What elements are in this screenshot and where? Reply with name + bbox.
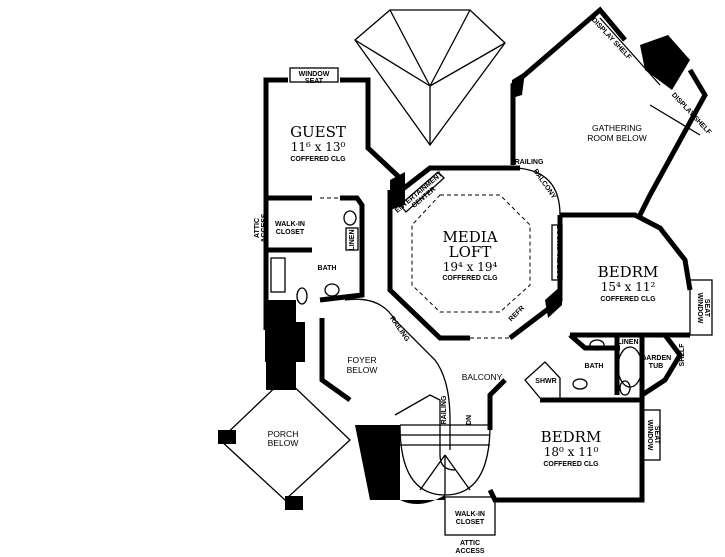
guest-closet-label-2: CLOSET <box>276 229 305 236</box>
foyer-label-2: BELOW <box>347 365 378 375</box>
gathering-room-label: GATHERING <box>592 123 642 133</box>
shower-label: SHWR <box>535 378 556 385</box>
attic-access-label-2: ACCESS <box>455 548 485 555</box>
media-loft-note: COFFERED CLG <box>442 275 498 282</box>
bedroom-upper-walls <box>524 212 713 401</box>
bedroom-lower-note: COFFERED CLG <box>543 461 599 468</box>
foyer-stair-walls <box>319 298 507 536</box>
bedroom-upper-note: COFFERED CLG <box>600 296 656 303</box>
garden-tub-label-2: TUB <box>649 363 663 370</box>
media-loft-name-2: LOFT <box>449 243 492 261</box>
guest-room-size: 11⁶ x 13⁰ <box>291 140 346 154</box>
balcony-label-top: BALCONY <box>531 168 557 201</box>
refr-label: REFR <box>508 305 526 323</box>
guest-closet-label: WALK-IN <box>275 221 305 228</box>
guest-window-seat-label-2: SEAT <box>305 78 324 85</box>
railing-label-stair: RAILING <box>441 395 448 424</box>
shelf-label: SHELF <box>679 343 686 367</box>
gathering-room-walls <box>510 6 708 217</box>
media-loft-size: 19⁴ x 19⁴ <box>443 260 498 274</box>
guest-room-name: GUEST <box>290 123 346 141</box>
bath-label: BATH <box>585 363 604 370</box>
closet-label: WALK-IN <box>455 511 485 518</box>
bedroom-lower-size: 18⁰ x 11⁰ <box>544 445 599 459</box>
guest-room-note: COFFERED CLG <box>290 156 346 163</box>
porch-label: PORCH <box>268 429 299 439</box>
bedroom-upper-size: 15⁴ x 11² <box>601 280 656 294</box>
porch-outline <box>218 322 351 510</box>
guest-bath-label: BATH <box>318 265 337 272</box>
guest-attic-access-label-2: ACCESS <box>261 213 268 243</box>
closet-label-2: CLOSET <box>456 519 485 526</box>
bedroom-lower-window-seat-label: WINDOW <box>646 420 653 451</box>
gathering-room-label-2: ROOM BELOW <box>587 133 647 143</box>
media-loft-walls <box>387 165 563 341</box>
attic-access-label: ATTIC <box>460 540 480 547</box>
bedroom-upper-window-seat-label-2: SEAT <box>703 299 710 318</box>
linen-label: LINEN <box>618 339 639 346</box>
porch-label-2: BELOW <box>268 438 299 448</box>
bedroom-lower-name: BEDRM <box>541 428 602 446</box>
balcony-label: BALCONY <box>462 372 503 382</box>
bedroom-upper-name: BEDRM <box>598 263 659 281</box>
media-loft-name: MEDIA <box>442 228 497 246</box>
foyer-label: FOYER <box>347 355 376 365</box>
guest-linen-label: LINEN <box>349 230 356 251</box>
roof-outline <box>354 9 506 147</box>
bedroom-upper-window-seat-label: WINDOW <box>696 293 703 324</box>
garden-tub-label: GARDEN <box>641 355 671 362</box>
books-videos-label: BOOKS-VIDEOS <box>555 225 562 280</box>
bedroom-lower-window-seat-label-2: SEAT <box>653 426 660 445</box>
railing-label-top: RAILING <box>515 159 544 166</box>
guest-window-seat-label: WINDOW <box>299 71 330 78</box>
stair-down-label: DN <box>466 415 473 425</box>
guest-attic-access-label: ATTIC <box>254 218 261 238</box>
railing-label: RAILING <box>388 315 411 343</box>
